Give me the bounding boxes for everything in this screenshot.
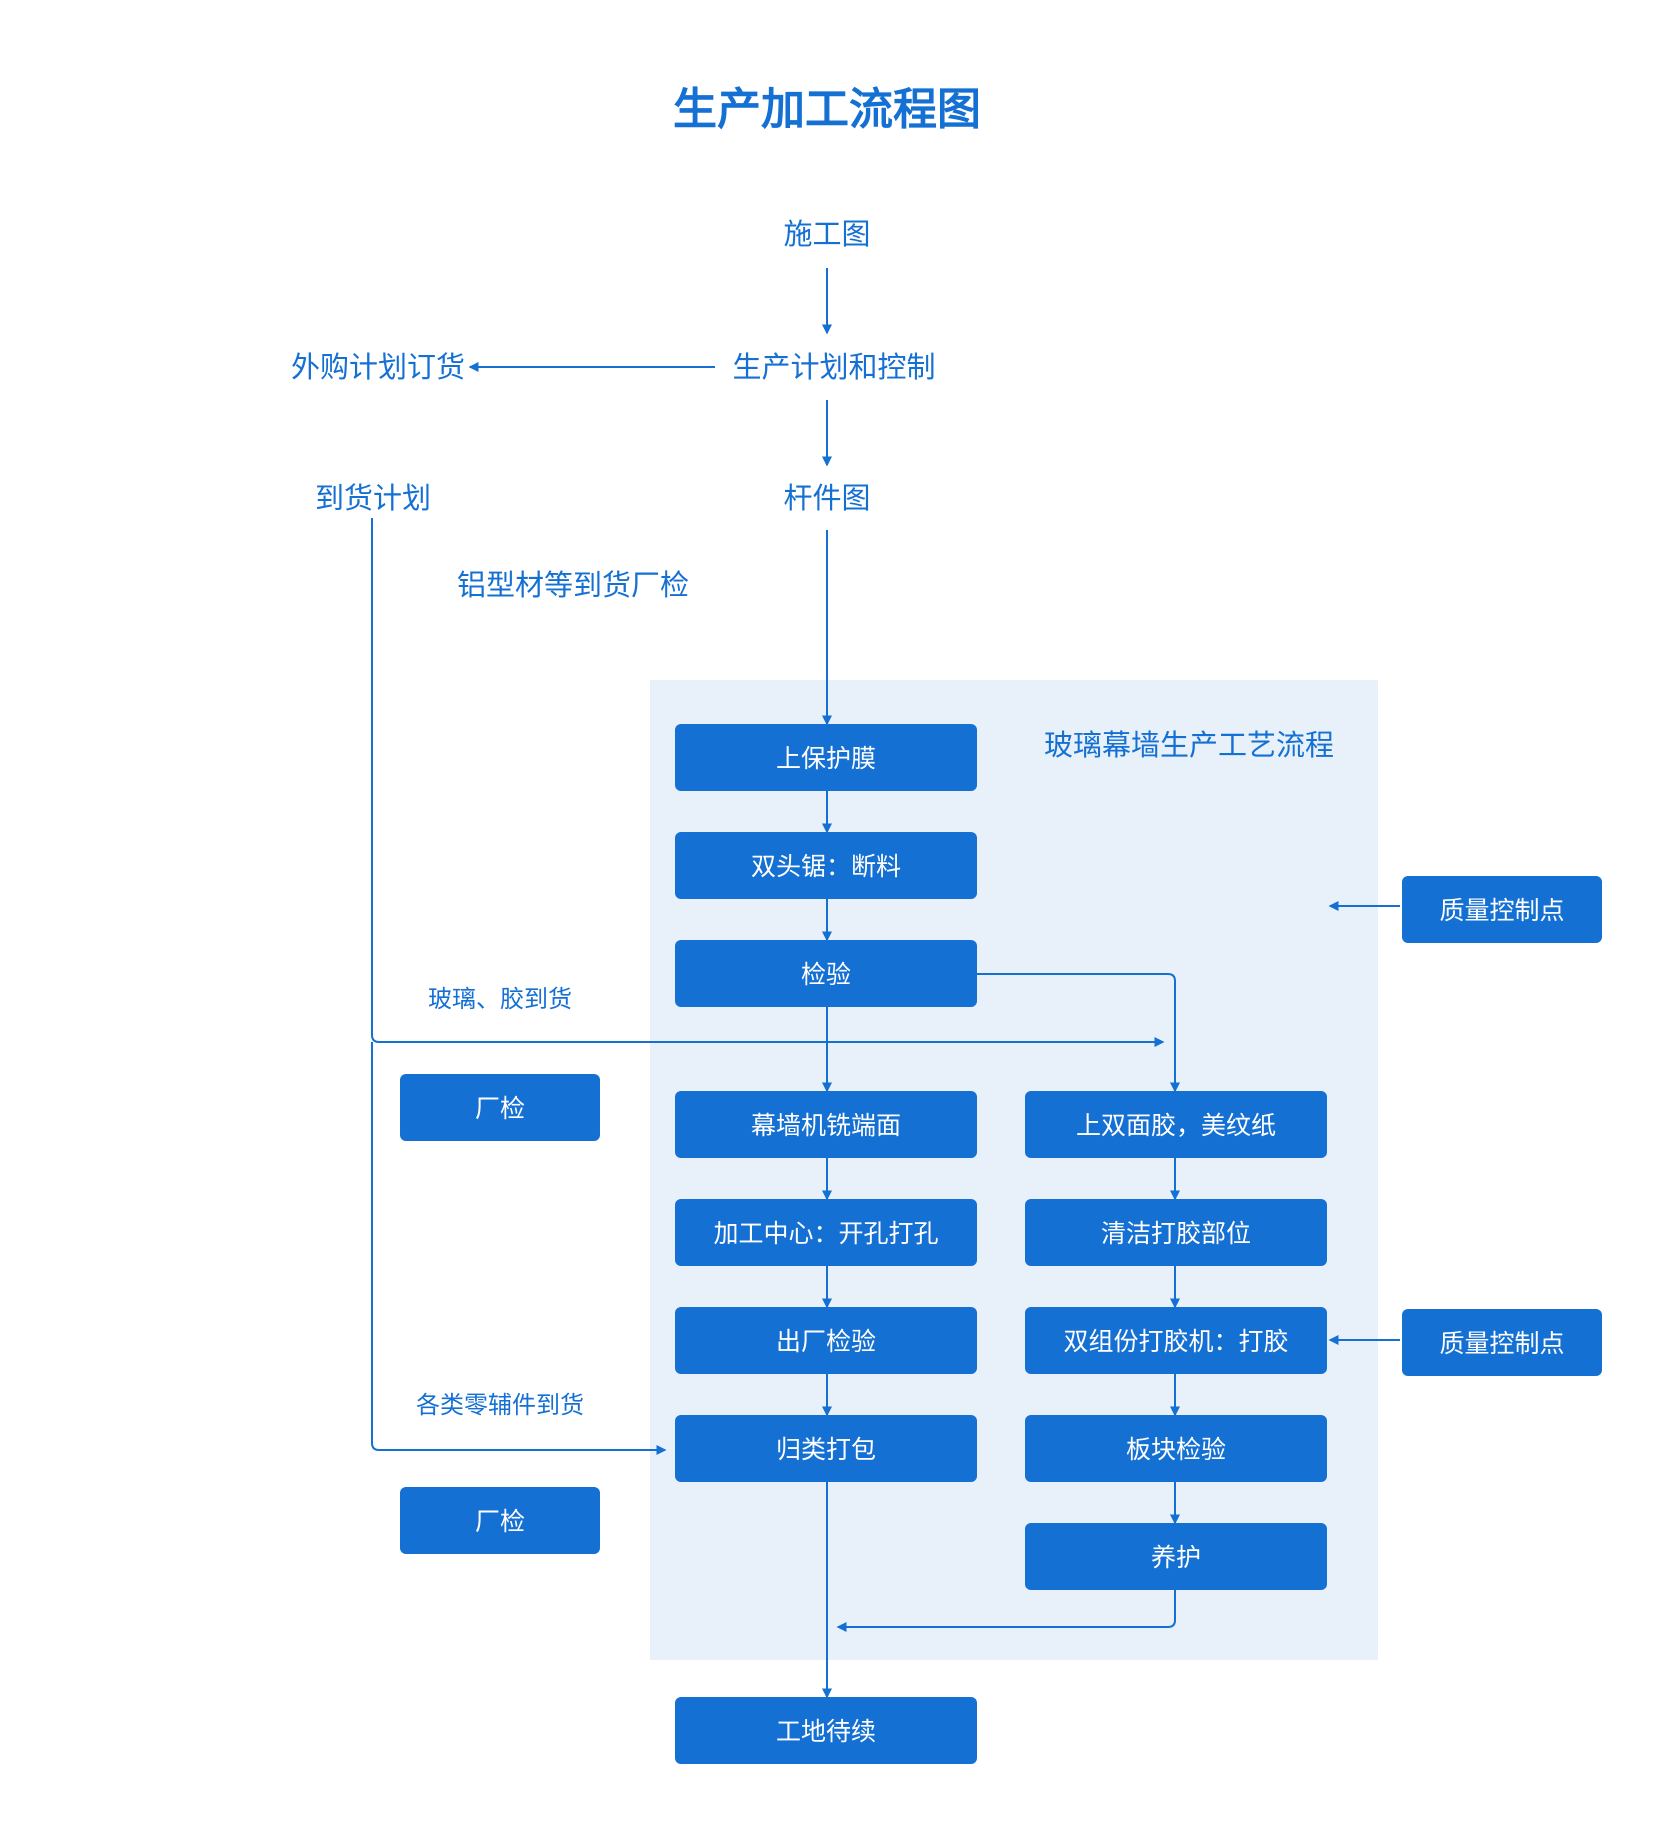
page-title: 生产加工流程图 bbox=[673, 84, 981, 135]
edge-curing-to-main-line bbox=[836, 1590, 1176, 1632]
node-machining-center: 加工中心：开孔打孔 bbox=[675, 1199, 977, 1266]
node-two-part-glue: 双组份打胶机：打胶 bbox=[1025, 1307, 1327, 1374]
node-factory-check-1-label: 厂检 bbox=[475, 1094, 525, 1123]
node-machining-center-label: 加工中心：开孔打孔 bbox=[713, 1219, 938, 1248]
edge-arrival-parts-to-pack bbox=[371, 1042, 667, 1455]
node-factory-check-1: 厂检 bbox=[400, 1074, 600, 1141]
panel-title: 玻璃幕墙生产工艺流程 bbox=[1044, 728, 1334, 762]
node-protect-film-label: 上保护膜 bbox=[776, 744, 876, 773]
edge-inspect-to-double-tape bbox=[977, 973, 1180, 1093]
glass-curtain-wall-process-panel bbox=[650, 680, 1378, 1660]
node-inspect: 检验 bbox=[675, 940, 977, 1007]
aluminum-arrival-label: 铝型材等到货厂检 bbox=[457, 568, 689, 602]
node-end-milling: 幕墙机铣端面 bbox=[675, 1091, 977, 1158]
node-quality-point-1: 质量控制点 bbox=[1402, 876, 1602, 943]
node-sort-pack-label: 归类打包 bbox=[776, 1435, 876, 1464]
parts-arrival-label: 各类零辅件到货 bbox=[416, 1391, 584, 1419]
node-double-tape-label: 上双面胶，美纹纸 bbox=[1076, 1111, 1276, 1140]
node-sort-pack: 归类打包 bbox=[675, 1415, 977, 1482]
node-quality-point-1-label: 质量控制点 bbox=[1439, 896, 1564, 925]
node-double-tape: 上双面胶，美纹纸 bbox=[1025, 1091, 1327, 1158]
outsource-order-label: 外购计划订货 bbox=[291, 350, 465, 384]
node-factory-check-2: 厂检 bbox=[400, 1487, 600, 1554]
arrival-plan-label: 到货计划 bbox=[315, 481, 431, 515]
node-double-saw: 双头锯：断料 bbox=[675, 832, 977, 899]
node-site-pending: 工地待续 bbox=[675, 1697, 977, 1764]
node-protect-film: 上保护膜 bbox=[675, 724, 977, 791]
node-exit-inspect: 出厂检验 bbox=[675, 1307, 977, 1374]
node-two-part-glue-label: 双组份打胶机：打胶 bbox=[1063, 1327, 1288, 1356]
node-end-milling-label: 幕墙机铣端面 bbox=[751, 1111, 901, 1140]
node-site-pending-label: 工地待续 bbox=[776, 1717, 876, 1746]
production-plan-label: 生产计划和控制 bbox=[732, 350, 935, 384]
member-drawing-label: 杆件图 bbox=[783, 481, 870, 515]
node-inspect-label: 检验 bbox=[801, 960, 851, 989]
node-panel-inspect: 板块检验 bbox=[1025, 1415, 1327, 1482]
node-panel-inspect-label: 板块检验 bbox=[1126, 1435, 1226, 1464]
node-double-saw-label: 双头锯：断料 bbox=[751, 852, 901, 881]
edge-arrival-glass-glue bbox=[371, 518, 1165, 1047]
node-quality-point-2-label: 质量控制点 bbox=[1439, 1329, 1564, 1358]
construction-drawing-label: 施工图 bbox=[783, 217, 870, 251]
node-clean-glue-label: 清洁打胶部位 bbox=[1101, 1219, 1251, 1248]
node-curing: 养护 bbox=[1025, 1523, 1327, 1590]
node-clean-glue: 清洁打胶部位 bbox=[1025, 1199, 1327, 1266]
node-curing-label: 养护 bbox=[1151, 1543, 1201, 1572]
node-quality-point-2: 质量控制点 bbox=[1402, 1309, 1602, 1376]
node-factory-check-2-label: 厂检 bbox=[475, 1507, 525, 1536]
node-exit-inspect-label: 出厂检验 bbox=[776, 1327, 876, 1356]
glass-glue-arrival-label: 玻璃、胶到货 bbox=[428, 985, 572, 1013]
